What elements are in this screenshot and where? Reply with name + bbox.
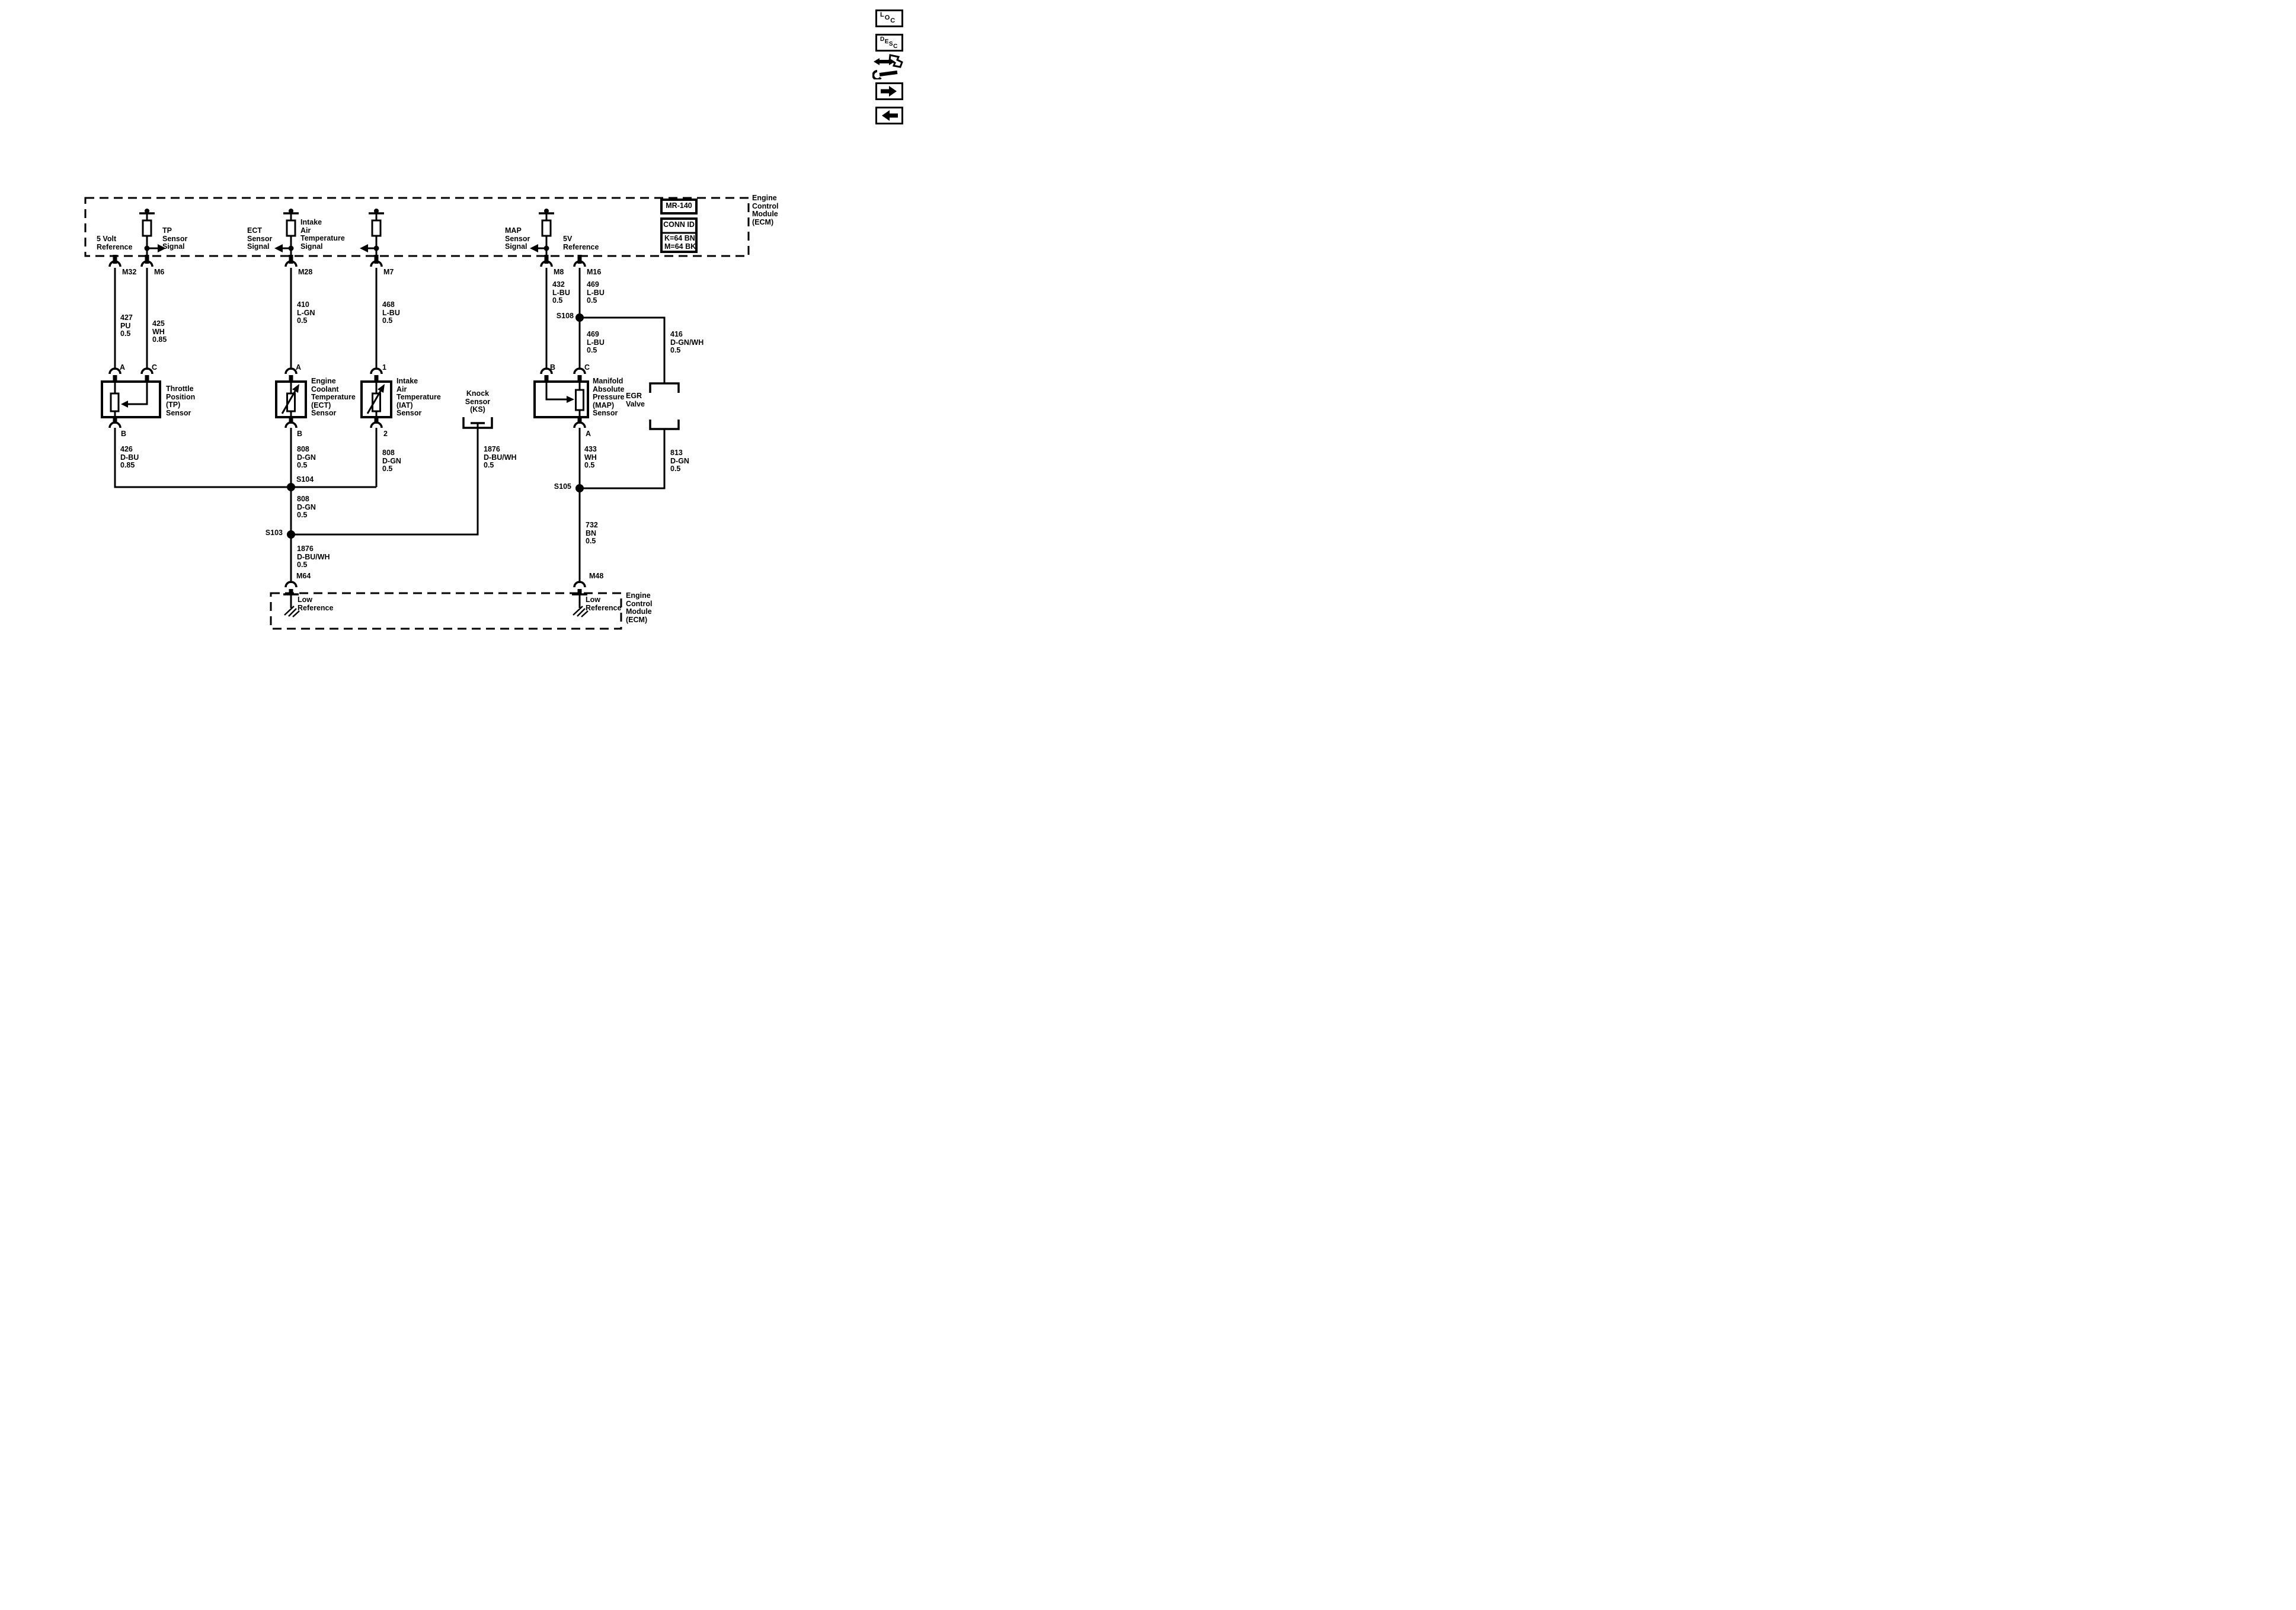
- ect-pin-a: A: [296, 363, 302, 372]
- next-button[interactable]: [875, 82, 903, 100]
- signal-iat: Intake Air Temperature Signal: [300, 218, 345, 251]
- back-button[interactable]: [875, 107, 903, 124]
- signal-ect-sensor: ECT Sensor Signal: [247, 226, 273, 251]
- tp-pin-a: A: [120, 363, 126, 372]
- wire-label-808-mid: 808 D-GN 0.5: [297, 495, 316, 519]
- signal-5v-reference: 5V Reference: [563, 235, 599, 251]
- signal-5volt-reference: 5 Volt Reference: [97, 235, 133, 251]
- connector-ref-box: [660, 199, 698, 253]
- wire-label-432: 432 L-BU 0.5: [552, 280, 570, 305]
- map-pin-b: B: [550, 363, 556, 372]
- low-reference-right: Low Reference: [586, 596, 622, 612]
- pin-m7: M7: [383, 268, 394, 276]
- ecm-pin-connectors: [108, 255, 586, 267]
- wrench-arrows-icon[interactable]: [872, 53, 906, 79]
- wire-label-468: 468 L-BU 0.5: [382, 300, 400, 325]
- ecm-bottom-box: [270, 592, 622, 630]
- iat-sensor-name: Intake Air Temperature (IAT) Sensor: [396, 377, 441, 417]
- loc-button-label: LOC: [880, 11, 896, 24]
- pin-m32: M32: [122, 268, 137, 276]
- splice-label-s103: S103: [265, 529, 283, 537]
- splice-label-s104: S104: [296, 475, 314, 484]
- tp-sensor-name: Throttle Position (TP) Sensor: [166, 385, 196, 417]
- arrow-left-icon: [882, 110, 898, 121]
- knock-sensor-symbol: [462, 417, 493, 429]
- iat-pin-1: 1: [382, 363, 386, 372]
- knock-sensor-name: Knock Sensor (KS): [465, 389, 491, 414]
- desc-button[interactable]: DESC: [875, 34, 903, 52]
- conn-id-title: CONN ID: [663, 220, 695, 229]
- egr-valve-symbol: [649, 382, 680, 430]
- pin-m8: M8: [554, 268, 564, 276]
- signal-map-sensor: MAP Sensor Signal: [505, 226, 530, 251]
- tp-pin-c: C: [152, 363, 158, 372]
- egr-valve-name: EGR Valve: [626, 392, 645, 408]
- ground-icon: [284, 606, 589, 617]
- pin-m48: M48: [589, 572, 604, 580]
- wire-label-410: 410 L-GN 0.5: [297, 300, 315, 325]
- tp-sensor-symbol: [101, 380, 161, 418]
- connector-ref-label: MR-140: [666, 201, 692, 210]
- sensor-bottom-pins: [108, 417, 586, 428]
- ect-sensor-symbol: [275, 380, 307, 418]
- wire-label-1876-ks: 1876 D-BU/WH 0.5: [484, 445, 517, 469]
- low-reference-grounds: [283, 581, 589, 617]
- desc-button-label: DESC: [880, 36, 898, 50]
- wire-label-416: 416 D-GN/WH 0.5: [670, 330, 704, 354]
- ect-pin-b: B: [297, 430, 303, 438]
- pin-m64: M64: [296, 572, 311, 580]
- ect-sensor-name: Engine Coolant Temperature (ECT) Sensor: [311, 377, 356, 417]
- map-sensor-symbol: [533, 380, 589, 418]
- wire-label-1876-low: 1876 D-BU/WH 0.5: [297, 545, 330, 569]
- wire-label-433: 433 WH 0.5: [584, 445, 597, 469]
- wire-label-426: 426 D-BU 0.85: [120, 445, 139, 469]
- wire-label-469-lower: 469 L-BU 0.5: [587, 330, 605, 354]
- wire-label-808-ect: 808 D-GN 0.5: [297, 445, 316, 469]
- pin-m6: M6: [154, 268, 165, 276]
- splice-label-s105: S105: [554, 482, 571, 491]
- loc-button[interactable]: LOC: [875, 9, 903, 27]
- wire-label-427: 427 PU 0.5: [120, 313, 133, 338]
- sensor-top-pins: [108, 367, 586, 382]
- diagram-linework: [84, 197, 750, 630]
- pin-m16: M16: [587, 268, 602, 276]
- ecm-top-title: Engine Control Module (ECM): [752, 194, 779, 226]
- ecm-bottom-title: Engine Control Module (ECM): [626, 591, 653, 624]
- wire-label-813: 813 D-GN 0.5: [670, 449, 689, 473]
- wire-label-808-iat: 808 D-GN 0.5: [382, 449, 401, 473]
- conn-id-values: K=64 BN M=64 BK: [664, 234, 696, 251]
- iat-pin-2: 2: [383, 430, 388, 438]
- ecm-top-box: [84, 197, 750, 257]
- splice-label-s108: S108: [556, 312, 574, 320]
- splice-dots: [287, 313, 584, 539]
- wire-label-732: 732 BN 0.5: [586, 521, 598, 545]
- wire-label-469-upper: 469 L-BU 0.5: [587, 280, 605, 305]
- low-reference-left: Low Reference: [298, 596, 334, 612]
- wire-label-425: 425 WH 0.85: [152, 319, 167, 344]
- map-pin-c: C: [584, 363, 590, 372]
- tp-pin-b: B: [121, 430, 127, 438]
- signal-tp-sensor: TP Sensor Signal: [162, 226, 188, 251]
- ecm-internal-circuits: [139, 209, 554, 256]
- map-pin-a: A: [586, 430, 591, 438]
- pin-m28: M28: [298, 268, 313, 276]
- wiring-diagram-page: Engine Control Module (ECM) MR-140 CONN …: [0, 0, 919, 644]
- iat-sensor-symbol: [360, 380, 392, 418]
- map-sensor-name: Manifold Absolute Pressure (MAP) Sensor: [593, 377, 625, 417]
- arrow-right-icon: [881, 86, 897, 97]
